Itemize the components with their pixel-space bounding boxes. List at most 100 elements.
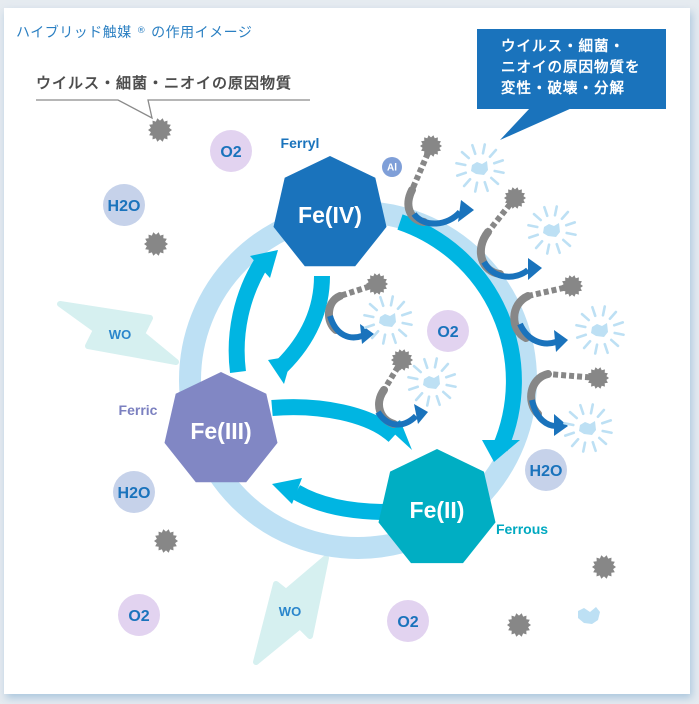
destroyed-pathogen-burst-ray	[553, 205, 559, 217]
wo-photocatalyst-left: WO	[57, 301, 179, 365]
destroyed-pathogen-burst-ray	[591, 440, 597, 453]
registered-mark: ®	[136, 26, 147, 36]
destroyed-pathogen-burst	[575, 305, 625, 355]
arrow-fe3-to-fe4-head	[250, 250, 278, 278]
effect-callout-line-3: 変性・破壊・分解	[501, 81, 625, 97]
decomposition-arrow	[517, 322, 557, 347]
h2o-label: H2O	[530, 463, 563, 480]
destroyed-pathogen-burst-ray	[581, 441, 587, 453]
arrow-fe4-to-fe3-inner-body	[276, 275, 330, 372]
h2o-bubble	[113, 471, 155, 513]
destroyed-pathogen-burst-ray	[435, 394, 441, 407]
o2-label: O2	[220, 144, 241, 161]
pathogen-capture	[510, 292, 532, 342]
destroyed-pathogen-burst-ray	[407, 385, 420, 391]
destroyed-pathogen-burst-ray	[563, 421, 575, 427]
pathogen-virus	[154, 529, 178, 553]
o2-label: O2	[397, 614, 418, 631]
o2-bubble	[118, 594, 160, 636]
destroyed-pathogen-burst-ray	[597, 436, 608, 446]
destroyed-pathogen-burst-ray	[527, 233, 540, 239]
iron-state-fe4: Fe(IV)Ferryl	[273, 135, 387, 267]
destroyed-pathogen-burst-ray	[601, 305, 607, 317]
destroyed-pathogen-burst-ray	[379, 295, 385, 308]
title-suffix: の作用イメージ	[146, 25, 253, 41]
destroyed-pathogen-burst-ray	[462, 177, 472, 188]
decomposition-arrow	[411, 209, 463, 227]
reaction-curl	[476, 196, 542, 280]
destroyed-pathogen-burst-ray	[543, 205, 549, 218]
title-text: ハイブリッド触媒	[16, 25, 132, 41]
arrow-fe2-to-fe3-bottom-body	[291, 484, 389, 520]
al-label: Al	[387, 163, 397, 174]
decomposition-arrow-head	[554, 330, 568, 352]
destroyed-pathogen-burst-ray	[425, 395, 431, 407]
pathogen-virus	[587, 367, 609, 389]
arrow-fe3-to-fe2-inner-body	[271, 399, 400, 443]
destroyed-pathogen-burst-ray	[400, 311, 413, 317]
destroyed-pathogen-burst-ray	[601, 429, 613, 435]
pathogen-callout-pointer	[36, 99, 310, 120]
effect-callout: ウイルス・細菌・ ニオイの原因物質を 変性・破壊・分解	[477, 29, 666, 109]
destroyed-pathogen-burst-ray	[580, 312, 591, 322]
destroyed-pathogen-burst	[363, 295, 413, 345]
h2o-molecule: H2O	[103, 184, 145, 226]
wo-photocatalyst-bottom: WO	[253, 555, 329, 665]
destroyed-pathogen-burst-ray	[596, 408, 606, 419]
heptagon-fe2	[378, 449, 496, 564]
al-bubble	[382, 157, 402, 177]
o2-bubble	[210, 130, 252, 172]
reaction-curl	[325, 281, 378, 344]
destroyed-pathogen-burst-ray	[441, 390, 452, 400]
destroyed-pathogen-burst-ray	[488, 148, 498, 159]
destroyed-pathogen-burst-ray	[368, 302, 379, 312]
o2-molecule: O2	[427, 310, 469, 352]
pathogen-callout: ウイルス・細菌・ニオイの原因物質	[36, 74, 293, 92]
cycle-arrows	[228, 214, 522, 520]
arrow-fe3-to-fe4-body	[228, 257, 269, 374]
state-label-fe2: Fe(II)	[410, 497, 465, 523]
pathogen-trail	[485, 196, 518, 234]
destroyed-pathogen-burst-core	[543, 223, 560, 237]
iron-state-fe3: Fe(III)Ferric	[119, 372, 278, 483]
destroyed-pathogen-burst-ray	[471, 143, 477, 156]
destroyed-pathogen-burst-core	[471, 161, 488, 175]
wo-label-bottom: WO	[279, 604, 301, 619]
destroyed-pathogen-burst-ray	[564, 221, 577, 227]
state-label-fe4: Fe(IV)	[298, 202, 362, 228]
decomposition-arrow-head	[414, 404, 428, 424]
destroyed-pathogen-burst-ray	[455, 171, 468, 177]
destroyed-pathogen-burst-ray	[593, 343, 599, 355]
decomposition-arrow-head	[360, 324, 374, 344]
destroyed-pathogen-burst-ray	[582, 339, 592, 350]
destroyed-pathogen-burst-ray	[455, 161, 467, 167]
destroyed-pathogen-burst-ray	[440, 362, 450, 373]
destroyed-pathogen-burst-ray	[433, 357, 439, 369]
destroyed-pathogen-burst-ray	[560, 210, 570, 221]
pathogen-virus	[391, 349, 413, 371]
destroyed-pathogen-burst-ray	[381, 333, 387, 345]
destroyed-pathogen-burst-ray	[527, 223, 539, 229]
decomposition-arrow	[375, 410, 419, 428]
destroyed-pathogen-burst-ray	[612, 321, 625, 327]
destroyed-pathogen-burst-core	[579, 421, 596, 435]
decomposition-arrow	[481, 260, 530, 280]
decomposition-arrow-head	[528, 258, 542, 280]
effect-callout-line-2: ニオイの原因物質を	[501, 60, 641, 76]
state-name-fe2: Ferrous	[496, 521, 548, 537]
destroyed-pathogen-burst-ray	[565, 231, 577, 237]
reaction-curl	[510, 283, 573, 352]
destroyed-pathogen-burst-ray	[412, 364, 423, 374]
destroyed-pathogen-burst-ray	[481, 143, 487, 155]
pathogen-virus	[144, 232, 168, 256]
arrow-fe4-to-fe3-inner-head	[268, 356, 292, 384]
destroyed-pathogen-burst-ray	[460, 150, 471, 160]
destroyed-pathogen-burst	[455, 143, 505, 193]
destroyed-pathogen-burst-ray	[493, 169, 505, 175]
destroyed-pathogen-burst-ray	[489, 176, 500, 186]
destroyed-pathogen-burst-ray	[555, 242, 561, 255]
pathogen-virus	[507, 613, 531, 637]
destroyed-pathogen-burst-ray	[401, 321, 413, 327]
